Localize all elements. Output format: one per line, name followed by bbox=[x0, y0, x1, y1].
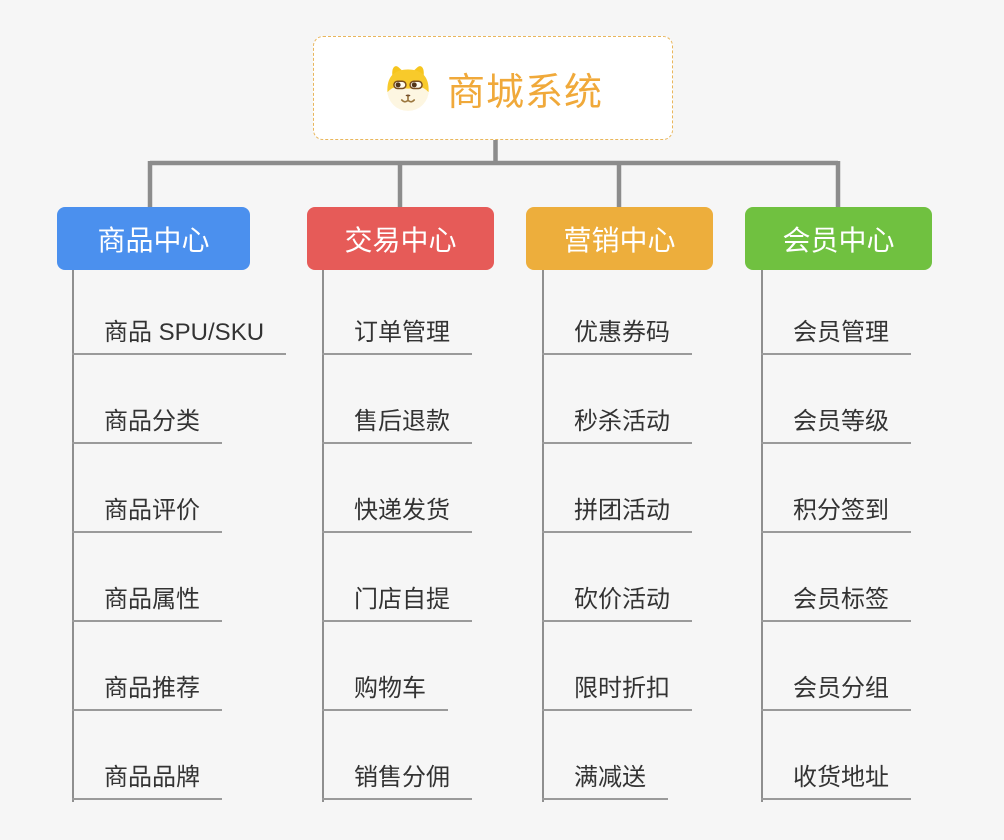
leaf-node[interactable]: 会员标签 bbox=[761, 578, 911, 622]
leaf-node[interactable]: 商品品牌 bbox=[72, 756, 222, 800]
leaf-node[interactable]: 积分签到 bbox=[761, 489, 911, 533]
trunk-line bbox=[542, 270, 544, 802]
leaf-node[interactable]: 商品推荐 bbox=[72, 667, 222, 711]
leaf-node[interactable]: 快递发货 bbox=[322, 489, 472, 533]
leaf-node[interactable]: 收货地址 bbox=[761, 756, 911, 800]
branch-node-product-center[interactable]: 商品中心 bbox=[57, 207, 250, 270]
leaf-node[interactable]: 秒杀活动 bbox=[542, 400, 692, 444]
dog-face-icon bbox=[383, 63, 433, 113]
leaf-node[interactable]: 销售分佣 bbox=[322, 756, 472, 800]
leaf-node[interactable]: 商品分类 bbox=[72, 400, 222, 444]
leaf-node[interactable]: 门店自提 bbox=[322, 578, 472, 622]
branch-node-trade-center[interactable]: 交易中心 bbox=[307, 207, 494, 270]
leaf-node[interactable]: 会员管理 bbox=[761, 311, 911, 355]
leaf-node[interactable]: 购物车 bbox=[322, 667, 448, 711]
root-node[interactable]: 商城系统 bbox=[313, 36, 673, 140]
leaf-node[interactable]: 商品评价 bbox=[72, 489, 222, 533]
leaf-node[interactable]: 订单管理 bbox=[322, 311, 472, 355]
leaf-node[interactable]: 会员等级 bbox=[761, 400, 911, 444]
trunk-line bbox=[72, 270, 74, 802]
branch-node-marketing-center[interactable]: 营销中心 bbox=[526, 207, 713, 270]
leaf-node[interactable]: 满减送 bbox=[542, 756, 668, 800]
leaf-node[interactable]: 限时折扣 bbox=[542, 667, 692, 711]
leaf-node[interactable]: 商品属性 bbox=[72, 578, 222, 622]
leaf-node[interactable]: 拼团活动 bbox=[542, 489, 692, 533]
trunk-line bbox=[322, 270, 324, 802]
root-title: 商城系统 bbox=[446, 71, 603, 114]
leaf-node[interactable]: 砍价活动 bbox=[542, 578, 692, 622]
leaf-node[interactable]: 会员分组 bbox=[761, 667, 911, 711]
connector-path bbox=[147, 140, 841, 207]
trunk-line bbox=[761, 270, 763, 802]
leaf-node[interactable]: 优惠券码 bbox=[542, 311, 692, 355]
leaf-node[interactable]: 商品 SPU/SKU bbox=[72, 311, 287, 355]
leaf-node[interactable]: 售后退款 bbox=[322, 400, 472, 444]
branch-node-member-center[interactable]: 会员中心 bbox=[745, 207, 932, 270]
